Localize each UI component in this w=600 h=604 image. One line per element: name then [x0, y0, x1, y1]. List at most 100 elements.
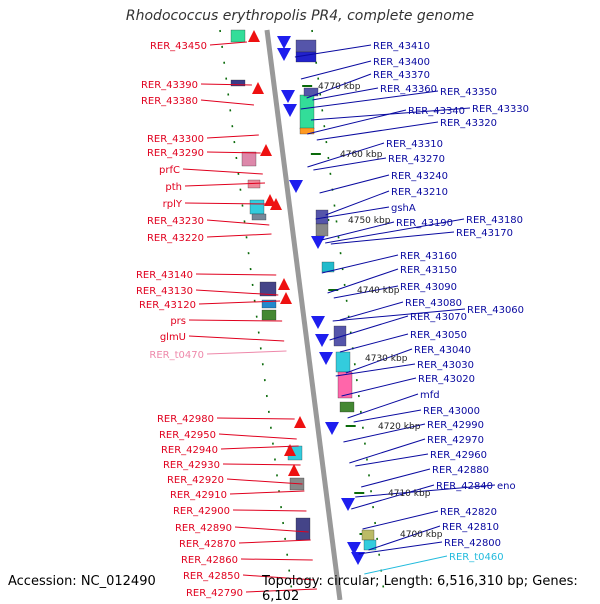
backbone: [219, 29, 386, 600]
scale-label: 4730 kbp: [365, 354, 408, 364]
right-gene-label: RER_43070: [410, 312, 467, 323]
right-label-leader: [341, 377, 417, 397]
reverse-gene-arrow: [283, 104, 297, 117]
left-gene-label: RER_42900: [173, 506, 230, 517]
right-gene-label: RER_43320: [440, 118, 497, 129]
forward-gene-arrow: [248, 30, 260, 42]
reverse-gene-arrow: [289, 180, 303, 193]
gene-block: [299, 127, 315, 135]
left-label-leader: [206, 233, 272, 238]
reverse-gene-arrow: [315, 334, 329, 347]
left-label-leader: [238, 539, 311, 544]
reverse-gene-arrow: [311, 236, 325, 249]
right-gene-label: RER_43190: [396, 218, 453, 229]
reverse-gene-arrow: [351, 552, 365, 565]
gene-block: [333, 325, 347, 347]
reverse-gene-arrow: [319, 352, 333, 365]
right-gene-label: RER_43310: [386, 139, 443, 150]
left-label-leader: [218, 433, 297, 440]
gene-block: [339, 401, 355, 413]
left-gene-label: RER_42950: [159, 430, 216, 441]
right-gene-label: RER_43400: [373, 57, 430, 68]
forward-gene-arrow: [252, 82, 264, 94]
right-label-leader: [300, 90, 439, 110]
left-gene-label: RER_43380: [141, 96, 198, 107]
right-label-leader: [353, 409, 422, 423]
gene-block: [315, 223, 329, 237]
right-gene-label: RER_43180: [466, 215, 523, 226]
right-label-leader: [358, 541, 443, 555]
right-label-leader: [329, 315, 409, 341]
right-label-leader: [362, 510, 439, 530]
left-label-leader: [229, 490, 305, 495]
right-label-leader: [325, 190, 390, 216]
right-gene-label: RER_42820: [440, 507, 497, 518]
right-gene-label: RER_43060: [467, 305, 524, 316]
left-label-leader: [220, 445, 299, 450]
right-gene-label: RER_42970: [427, 435, 484, 446]
forward-gene-arrow: [284, 444, 296, 456]
right-gene-label: RER_t0460: [449, 552, 504, 563]
right-label-leader: [361, 468, 431, 488]
right-gene-label: eno: [497, 481, 516, 492]
right-label-leader: [339, 333, 409, 353]
left-gene-label: RER_42860: [181, 555, 238, 566]
right-label-leader: [294, 44, 372, 58]
scale-label: 4720 kbp: [378, 422, 421, 432]
right-label-leader: [347, 393, 419, 419]
reverse-gene-arrow: [277, 48, 291, 61]
left-gene-label: prfC: [159, 165, 180, 176]
gene-block: [299, 94, 315, 130]
left-gene-label: RER_43390: [141, 80, 198, 91]
right-label-leader: [300, 60, 372, 80]
left-label-leader: [198, 300, 281, 305]
right-gene-label: RER_42800: [444, 538, 501, 549]
right-label-leader: [343, 423, 426, 443]
left-label-leader: [188, 335, 285, 342]
right-gene-label: RER_43150: [400, 265, 457, 276]
gene-block: [249, 199, 265, 215]
left-label-leader: [200, 99, 255, 106]
right-label-leader: [345, 348, 413, 374]
reverse-gene-arrow: [281, 90, 295, 103]
left-label-leader: [245, 588, 317, 593]
left-gene-label: RER_42870: [179, 539, 236, 550]
left-gene-label: glmU: [160, 332, 186, 343]
left-gene-label: RER_42980: [157, 414, 214, 425]
left-gene-label: RER_43220: [147, 233, 204, 244]
forward-gene-arrow: [270, 198, 282, 210]
left-label-leader: [226, 478, 303, 485]
left-gene-label: RER_t0470: [149, 350, 204, 361]
right-label-leader: [315, 206, 390, 220]
backbone-line: [264, 29, 343, 600]
right-label-leader: [351, 484, 435, 510]
right-label-leader: [368, 525, 441, 551]
gene-block: [241, 151, 257, 167]
gene-block: [259, 281, 277, 297]
forward-gene-arrow: [288, 464, 300, 476]
forward-gene-arrow: [260, 144, 272, 156]
left-gene-label: RER_43130: [136, 286, 193, 297]
right-gene-label: RER_42810: [442, 522, 499, 533]
forward-gene-arrow: [280, 292, 292, 304]
left-label-leader: [240, 558, 313, 561]
left-gene-labels: RER_43450RER_43390RER_43380RER_43300RER_…: [136, 41, 243, 599]
scale-label: 4700 kbp: [400, 530, 443, 540]
right-label-leader: [325, 218, 465, 244]
right-gene-label: RER_43040: [414, 345, 471, 356]
right-gene-label: RER_43240: [391, 171, 448, 182]
right-gene-label: RER_43080: [405, 298, 462, 309]
left-label-leader: [184, 202, 268, 205]
right-label-leader: [321, 254, 399, 274]
right-gene-label: RER_42840: [436, 481, 493, 492]
right-label-leader: [313, 157, 387, 171]
right-gene-label: RER_43030: [417, 360, 474, 371]
right-label-leader: [319, 174, 390, 194]
right-gene-label: RER_43270: [388, 154, 445, 165]
gene-block: [251, 213, 267, 221]
left-gene-label: RER_42920: [167, 475, 224, 486]
left-label-leader: [206, 134, 259, 139]
left-label-leader: [206, 219, 270, 226]
reverse-gene-arrow: [325, 422, 339, 435]
